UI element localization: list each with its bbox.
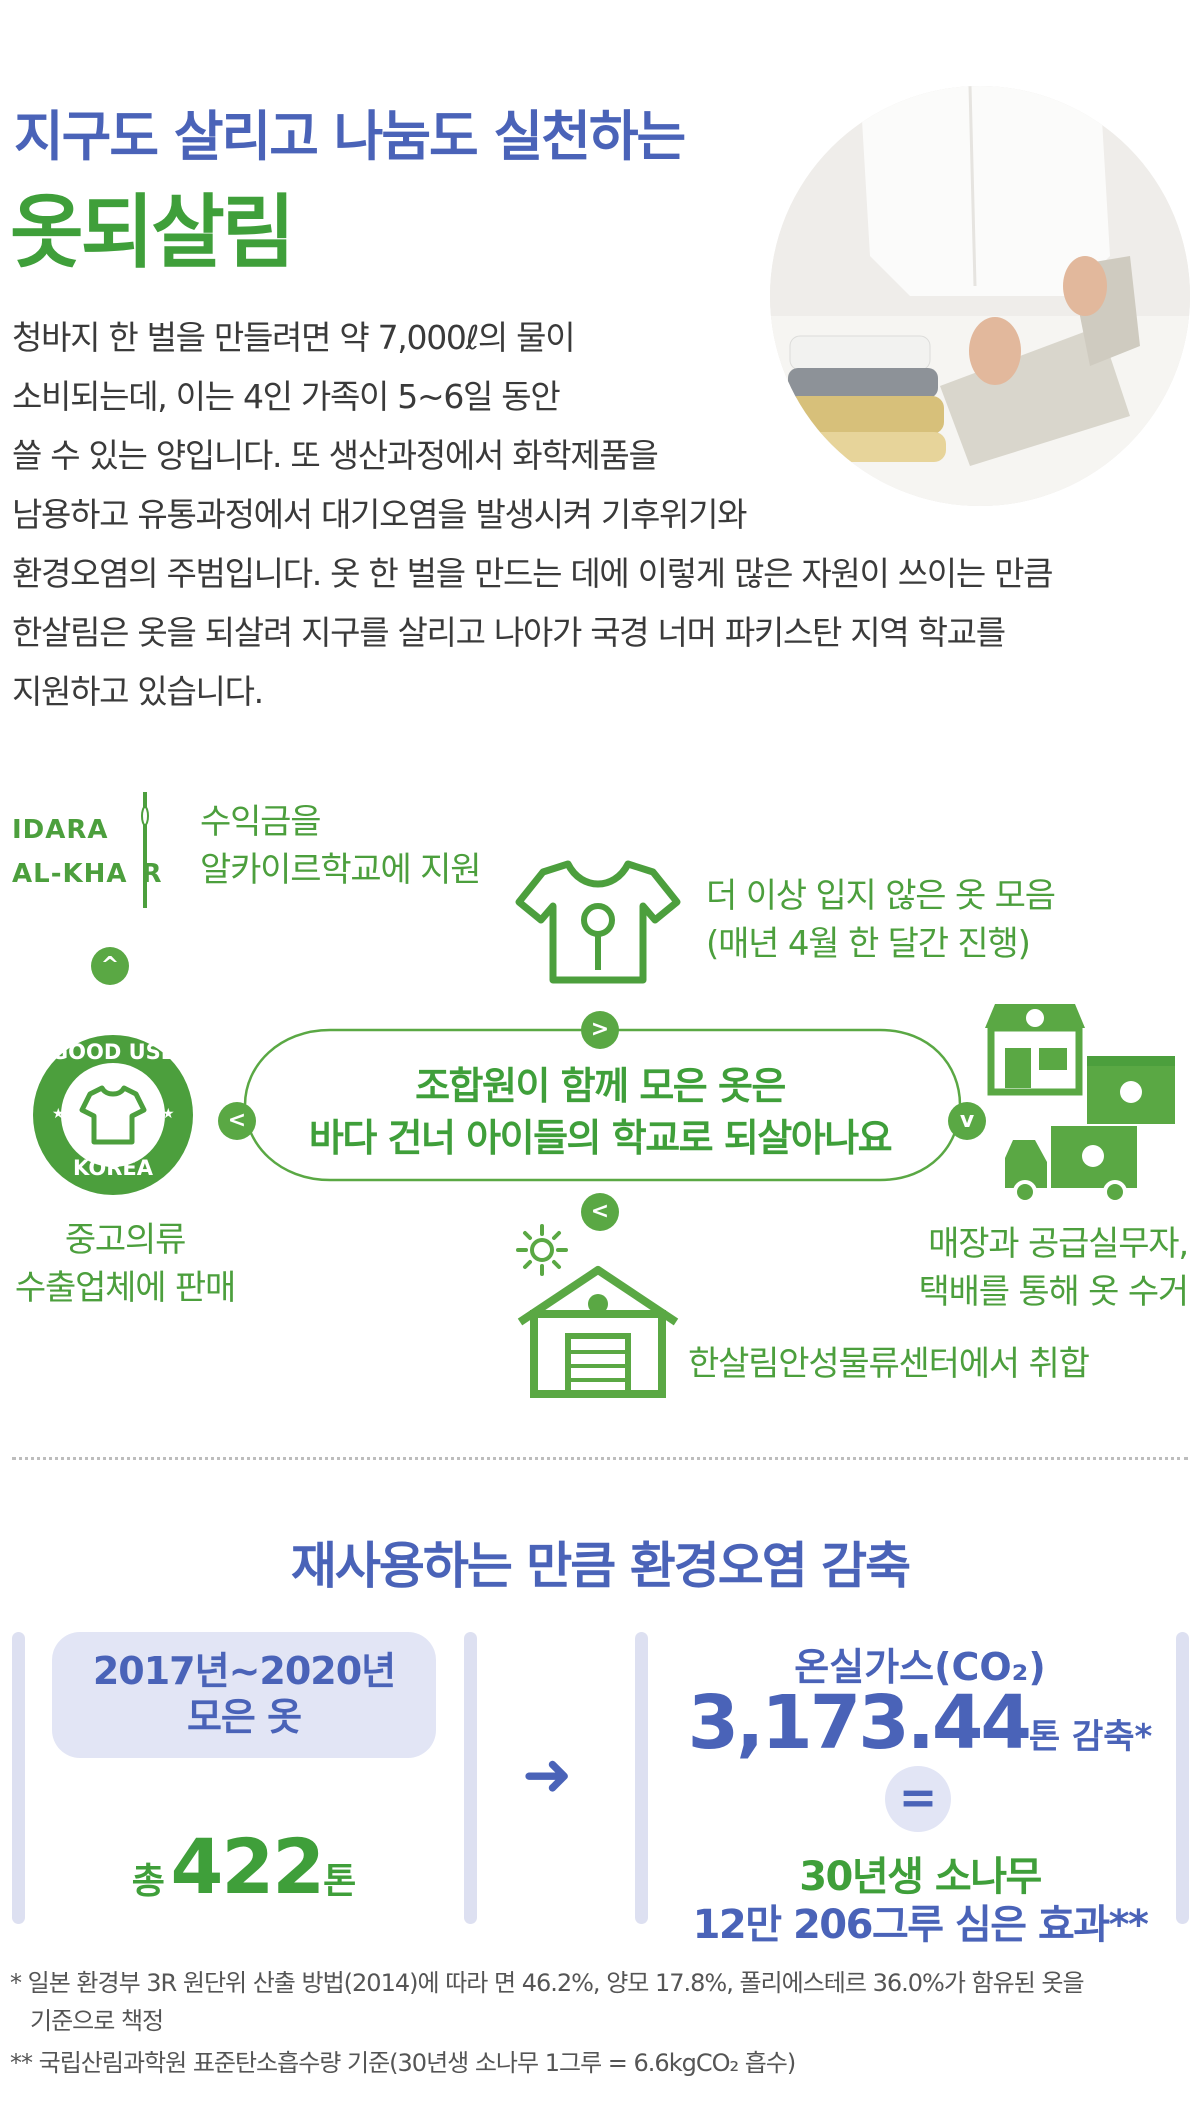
tree-line2: 12만 206그루 심은 효과** <box>692 1902 1149 1948</box>
intro-line: 남용하고 유통과정에서 대기오염을 발생시켜 기후위기와 <box>12 495 748 534</box>
collect-line1: 더 이상 입지 않은 옷 모음 <box>706 876 1056 916</box>
footnote-1: * 일본 환경부 3R 원단위 산출 방법(2014)에 따라 면 46.2%,… <box>10 1969 1085 1997</box>
svg-text:★: ★ <box>162 1106 175 1122</box>
chevron-left-icon: < <box>218 1102 256 1140</box>
bracket-left-inner <box>464 1632 477 1924</box>
intro-line: 지원하고 있습니다. <box>12 672 264 711</box>
period-line1: 2017년~2020년 <box>92 1649 396 1693</box>
flow-diagram-lines <box>141 792 962 1182</box>
equals-icon: = <box>885 1766 951 1832</box>
idara-line2b: R <box>141 859 163 889</box>
chevron-right-icon: > <box>581 1011 619 1049</box>
arrow-right-icon: ➜ <box>522 1740 573 1810</box>
stats-title: 재사용하는 만큼 환경오염 감축 <box>290 1537 911 1595</box>
intro-line: 소비되는데, 이는 4인 가족이 5~6일 동안 <box>12 377 561 416</box>
period-pill: 2017년~2020년 모은 옷 <box>52 1632 436 1758</box>
co2-label: 온실가스(CO₂) <box>794 1645 1046 1689</box>
chevron-down-icon: v <box>948 1102 986 1140</box>
footnote-1-cont: 기준으로 책정 <box>30 2007 164 2035</box>
co2-value: 3,173.44 <box>687 1680 1032 1766</box>
idara-logo: IDARA AL-KHA R <box>12 808 163 896</box>
box-icon <box>1087 1056 1175 1124</box>
bracket-right-inner <box>635 1632 648 1924</box>
hub-text: 한살림안성물류센터에서 취합 <box>688 1344 1090 1384</box>
svg-text:★: ★ <box>52 1106 65 1122</box>
export-line2: 수출업체에 판매 <box>14 1268 236 1308</box>
dotted-divider <box>12 1457 1188 1460</box>
export-text: 중고의류 수출업체에 판매 <box>0 1216 250 1312</box>
bracket-right <box>1176 1632 1189 1924</box>
center-line2: 바다 건너 아이들의 학교로 되살아나요 <box>308 1116 893 1160</box>
support-line2: 알카이르학교에 지원 <box>200 850 482 890</box>
collect-text: 더 이상 입지 않은 옷 모음 (매년 4월 한 달간 진행) <box>706 872 1056 968</box>
pickup-line1: 매장과 공급실무자, <box>928 1224 1189 1264</box>
support-text: 수익금을 알카이르학교에 지원 <box>200 798 482 894</box>
store-box-truck-icons <box>985 1004 1175 1204</box>
badge-top-text: GOOD USE <box>50 1040 176 1064</box>
tree-line1: 30년생 소나무 <box>799 1854 1042 1900</box>
center-line1: 조합원이 함께 모은 옷은 <box>415 1064 786 1108</box>
page-subtitle: 지구도 살리고 나눔도 실천하는 <box>14 105 686 168</box>
page-title: 옷되살림 <box>10 186 295 279</box>
period-line2: 모은 옷 <box>186 1695 302 1739</box>
total-amount: 총 422톤 <box>52 1822 436 1911</box>
total-prefix: 총 <box>131 1861 165 1902</box>
idara-line1: IDARA <box>12 815 109 845</box>
intro-line: 환경오염의 주범입니다. 옷 한 벌을 만드는 데에 이렇게 많은 자원이 쓰이… <box>12 554 1054 593</box>
intro-paragraph: 청바지 한 벌을 만들려면 약 7,000ℓ의 물이 소비되는데, 이는 4인 … <box>12 308 1182 721</box>
total-unit: 톤 <box>323 1861 357 1902</box>
intro-line: 쓸 수 있는 양입니다. 또 생산과정에서 화학제품을 <box>12 436 659 475</box>
bracket-left <box>12 1632 25 1924</box>
warehouse-icon <box>516 1224 679 1398</box>
idara-line2: AL-KHA <box>12 859 128 889</box>
total-value: 422 <box>170 1822 325 1911</box>
export-line1: 중고의류 <box>64 1220 187 1260</box>
intro-line: 한살림은 옷을 되살려 지구를 살리고 나아가 국경 너머 파키스탄 지역 학교… <box>12 613 1006 652</box>
collect-line2: (매년 4월 한 달간 진행) <box>706 924 1031 964</box>
support-line1: 수익금을 <box>200 802 322 842</box>
good-use-korea-badge: ★ ★ <box>33 1035 193 1195</box>
pickup-text: 매장과 공급실무자, 택배를 통해 옷 수거 <box>906 1220 1190 1316</box>
chevron-up-icon: ^ <box>91 947 129 985</box>
chevron-left-icon: < <box>581 1193 619 1231</box>
flow-center-text: 조합원이 함께 모은 옷은 바다 건너 아이들의 학교로 되살아나요 <box>230 1060 970 1164</box>
folding-clothes-photo <box>770 86 1190 506</box>
footnote-2: ** 국립산림과학원 표준탄소흡수량 기준(30년생 소나무 1그루 = 6.6… <box>10 2049 796 2077</box>
pickup-line2: 택배를 통해 옷 수거 <box>918 1272 1190 1312</box>
co2-unit: 톤 감축* <box>1028 1717 1153 1757</box>
tshirt-icon <box>515 860 681 984</box>
co2-reduction: 3,173.44톤 감축* <box>650 1680 1190 1766</box>
intro-line: 청바지 한 벌을 만들려면 약 7,000ℓ의 물이 <box>12 318 576 357</box>
badge-bottom-text: KOREA <box>73 1156 153 1180</box>
store-icon <box>985 1004 1085 1096</box>
truck-icon <box>1005 1126 1137 1204</box>
